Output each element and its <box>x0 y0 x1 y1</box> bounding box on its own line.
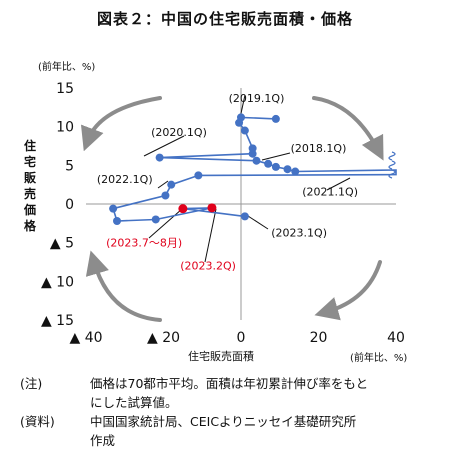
data-point <box>109 204 118 213</box>
x-tick-label: ▲ 20 <box>147 330 180 346</box>
y-tick-label: ▲ 15 <box>41 313 74 329</box>
annotation-leader <box>261 152 291 161</box>
y-axis-label-char: 住 <box>24 138 36 153</box>
data-point <box>235 118 244 127</box>
annotation-label: (2023.2Q) <box>180 260 236 273</box>
data-point <box>291 167 300 176</box>
y-unit-label: (前年比、%) <box>38 60 95 73</box>
data-point <box>240 126 249 135</box>
y-tick-label: 10 <box>56 120 74 136</box>
note-text: 作成 <box>90 433 116 448</box>
note-row: 作成 <box>20 431 440 450</box>
y-axis-label-char: 宅 <box>24 154 36 169</box>
annotation-label: (2018.1Q) <box>291 142 347 155</box>
annotation-label: (2023.1Q) <box>271 226 327 239</box>
y-axis-label-char: 価 <box>23 202 36 217</box>
x-tick-label: ▲ 40 <box>69 330 102 346</box>
annotation-label: (2022.1Q) <box>97 173 153 186</box>
note-text: 中国国家統計局、CEICよりニッセイ基礎研究所 <box>90 414 357 429</box>
y-tick-label: 15 <box>56 81 74 97</box>
data-point <box>113 217 121 226</box>
x-axis-label: 住宅販売面積 <box>188 349 254 363</box>
note-row: (注) 価格は70都市平均。面積は年初累計伸び率をもと <box>20 374 440 393</box>
cycle-arrow <box>312 96 384 161</box>
annotation-label: (2020.1Q) <box>151 126 207 139</box>
cycle-arrow <box>85 250 162 322</box>
annotation-label: (2019.1Q) <box>229 92 285 105</box>
note-key: (注) <box>20 376 43 391</box>
data-point <box>155 153 164 162</box>
annotation-leader <box>143 135 185 157</box>
y-axis-label-char: 格 <box>24 218 37 233</box>
chart-title: 図表２：中国の住宅販売面積・価格 <box>96 10 353 28</box>
x-tick-label: 40 <box>387 330 405 346</box>
annotation-leader <box>326 177 351 191</box>
data-point <box>240 212 249 221</box>
data-point <box>161 191 170 200</box>
data-point <box>252 156 261 165</box>
x-tick-label: 20 <box>310 330 328 346</box>
annotation-label: (2021.1Q) <box>302 185 358 198</box>
note-text: 価格は70都市平均。面積は年初累計伸び率をもと <box>90 376 369 391</box>
annotation-leader <box>148 208 183 239</box>
y-axis-label-char: 売 <box>24 186 36 201</box>
scatter-chart: 15 10 5 0 ▲ 5 ▲ 10 ▲ 15▲ 40 ▲ 20 0 20 40 (前年比、%) (前年… <box>23 60 407 364</box>
y-tick-label: 5 <box>65 158 74 174</box>
highlight-point <box>207 203 217 213</box>
note-text: にした試算値。 <box>90 395 178 410</box>
annotation-leader <box>247 215 269 230</box>
highlight-point <box>178 204 188 214</box>
axis-break-mark <box>388 151 396 161</box>
y-tick-label: 0 <box>65 197 74 213</box>
annotation-label: (2023.7～8月) <box>106 237 182 250</box>
annotation-leader <box>204 208 217 263</box>
data-point <box>271 114 280 123</box>
data-point <box>283 165 292 174</box>
data-point <box>194 171 203 180</box>
x-unit-label: (前年比、%) <box>350 351 407 364</box>
note-row: (資料) 中国国家統計局、CEICよりニッセイ基礎研究所 <box>20 412 440 431</box>
note-key: (資料) <box>20 414 55 429</box>
y-tick-label: ▲ 10 <box>41 274 74 290</box>
y-tick-label: ▲ 5 <box>50 236 74 252</box>
note-row: にした試算値。 <box>20 393 440 412</box>
data-point <box>271 162 280 171</box>
cycle-arrow <box>314 260 382 321</box>
data-point <box>167 180 176 189</box>
axis-break-mark <box>388 169 396 179</box>
cycle-arrow <box>80 96 162 152</box>
x-tick-label: 0 <box>237 330 246 346</box>
axis-break-mark <box>388 160 396 170</box>
data-point <box>248 149 257 158</box>
annotation-leader <box>157 180 169 189</box>
data-point <box>264 159 273 168</box>
y-axis-label-char: 販 <box>24 170 37 185</box>
data-point <box>151 215 160 224</box>
notes-block: (注) 価格は70都市平均。面積は年初累計伸び率をもと にした試算値。 (資料)… <box>20 374 440 450</box>
